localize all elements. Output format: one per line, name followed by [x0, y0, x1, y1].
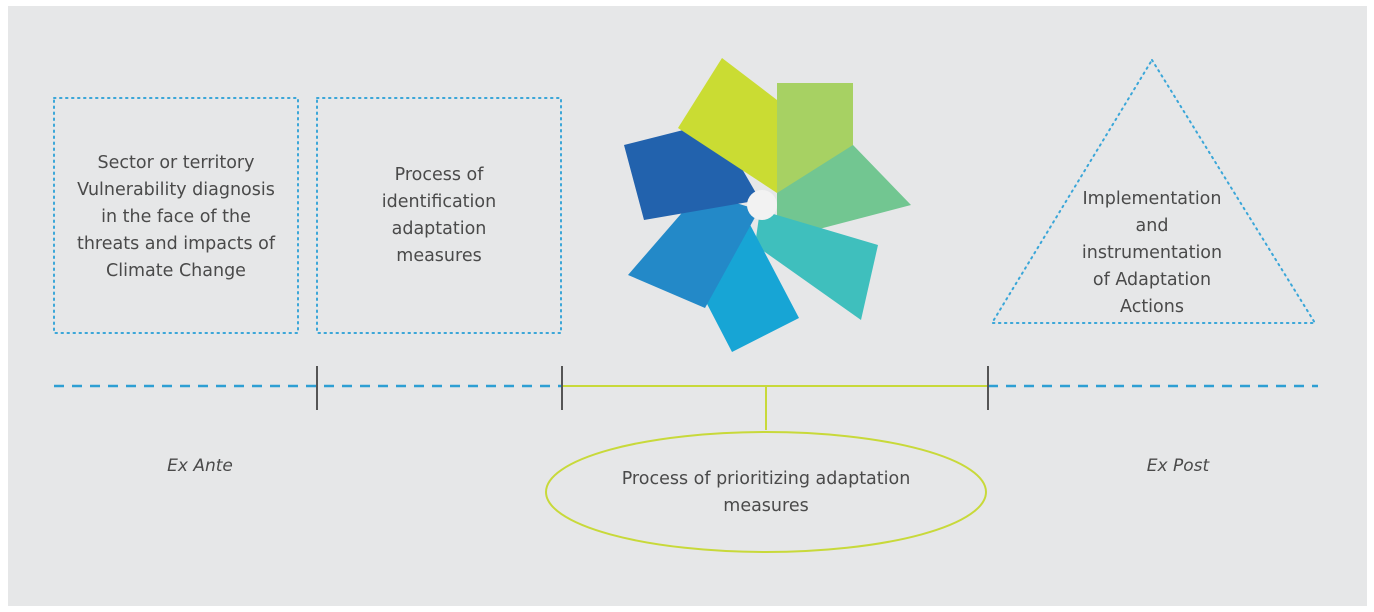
- vulnerability-label: Sector or territory Vulnerability diagno…: [76, 153, 276, 281]
- pinwheel-center: [747, 190, 777, 220]
- petal-blue: [628, 192, 759, 308]
- identification-label: Process of identification adaptation mea…: [381, 165, 497, 266]
- petal-teal: [755, 210, 878, 320]
- implementation-label: Implementation and instrumentation of Ad…: [1081, 189, 1223, 317]
- petal-lime: [678, 58, 777, 193]
- prioritizing-ellipse: [545, 431, 987, 553]
- petal-mint: [777, 145, 911, 240]
- petal-cyan: [705, 215, 799, 352]
- ex-ante-label: Ex Ante: [167, 456, 233, 476]
- pinwheel-logo: [624, 58, 911, 352]
- identification-box: [316, 97, 562, 334]
- diagram-canvas: [8, 6, 1367, 606]
- prioritizing-label: Process of prioritizing adaptation measu…: [621, 469, 911, 516]
- ex-post-label: Ex Post: [1146, 456, 1210, 476]
- vulnerability-box: [53, 97, 299, 334]
- implementation-triangle: [990, 58, 1317, 324]
